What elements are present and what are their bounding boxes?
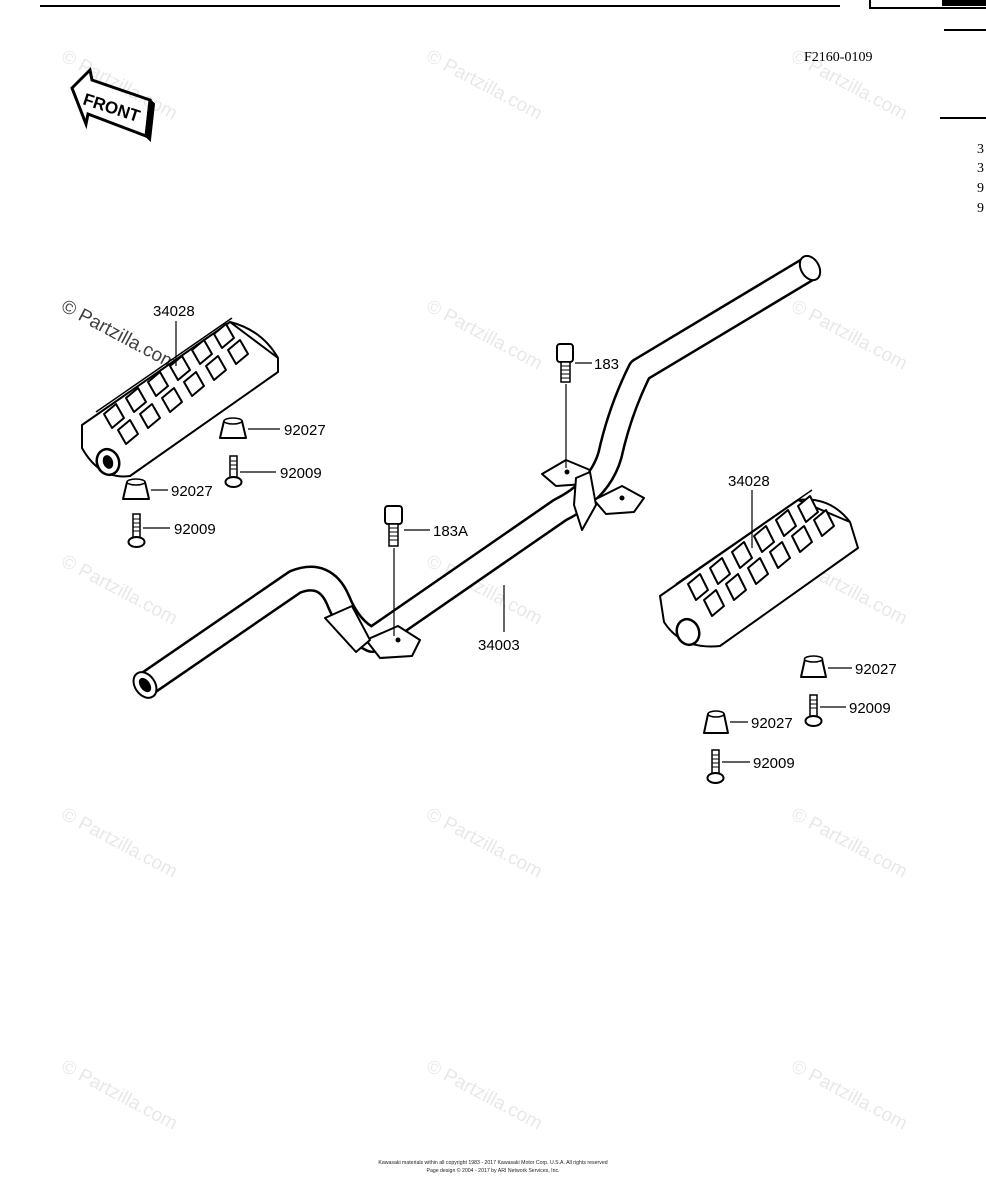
watermark: © Partzilla.com bbox=[423, 804, 546, 883]
callout-labels: 34028 34028 34003 183 183A 92027 92009 9… bbox=[153, 303, 897, 772]
right-pin-upper-drawing bbox=[804, 694, 846, 727]
bolt-183a-drawing bbox=[384, 505, 403, 636]
callout-92027-right-upper: 92027 bbox=[855, 661, 897, 678]
callout-34003: 34003 bbox=[478, 637, 520, 654]
watermark: © Partzilla.com bbox=[58, 551, 181, 630]
watermark: © Partzilla.com bbox=[788, 804, 911, 883]
callout-92027-left-lower: 92027 bbox=[171, 483, 213, 500]
left-footpeg-drawing bbox=[81, 317, 279, 478]
right-bushing-lower-drawing bbox=[703, 710, 748, 734]
callout-92009-left-lower: 92009 bbox=[174, 521, 216, 538]
left-pin-upper-drawing bbox=[224, 455, 276, 488]
watermark: © Partzilla.com bbox=[423, 46, 546, 125]
right-pin-lower-drawing bbox=[706, 749, 750, 784]
left-bushing-lower-drawing bbox=[122, 478, 168, 500]
callout-183a: 183A bbox=[433, 523, 468, 540]
footer-copyright: Kawasaki materials within all copyright … bbox=[378, 1160, 607, 1174]
callout-92027-right-lower: 92027 bbox=[751, 715, 793, 732]
footer-line-2: Page design © 2004 - 2017 by ARI Network… bbox=[426, 1167, 559, 1174]
watermark: © Partzilla.com bbox=[788, 296, 911, 375]
callout-92009-right-upper: 92009 bbox=[849, 700, 891, 717]
right-margin-char: 3 bbox=[977, 161, 984, 176]
watermark: © Partzilla.com bbox=[423, 1056, 546, 1135]
right-footpeg-teeth bbox=[687, 495, 835, 617]
figure-code: F2160-0109 bbox=[804, 50, 872, 65]
callout-92009-left-upper: 92009 bbox=[280, 465, 322, 482]
left-bushing-upper-drawing bbox=[219, 417, 280, 439]
right-margin-char: 9 bbox=[977, 181, 984, 196]
right-footpeg-drawing bbox=[659, 489, 859, 648]
bolt-183-drawing bbox=[556, 343, 574, 468]
right-margin-char: 3 bbox=[977, 142, 984, 157]
right-bushing-upper-drawing bbox=[800, 655, 852, 678]
watermark: © Partzilla.com bbox=[788, 1056, 911, 1135]
footer-line-1: Kawasaki materials within all copyright … bbox=[378, 1160, 607, 1166]
right-margin-char: 9 bbox=[977, 201, 984, 216]
callout-34028-right: 34028 bbox=[728, 473, 770, 490]
callout-92027-left-upper: 92027 bbox=[284, 422, 326, 439]
footpeg-bar-drawing bbox=[132, 254, 822, 699]
watermark: © Partzilla.com bbox=[58, 1056, 181, 1135]
left-footpeg-teeth bbox=[103, 323, 249, 445]
right-margin-text: 3 3 9 9 bbox=[977, 142, 984, 216]
front-arrow-icon: FRONT bbox=[70, 66, 156, 143]
callout-183: 183 bbox=[594, 356, 619, 373]
left-pin-lower-drawing bbox=[127, 513, 170, 548]
header-rules bbox=[40, 0, 986, 119]
watermark: © Partzilla.com bbox=[58, 804, 181, 883]
callout-92009-right-lower: 92009 bbox=[753, 755, 795, 772]
watermark: © Partzilla.com bbox=[423, 296, 546, 375]
callout-34028-left: 34028 bbox=[153, 303, 195, 320]
